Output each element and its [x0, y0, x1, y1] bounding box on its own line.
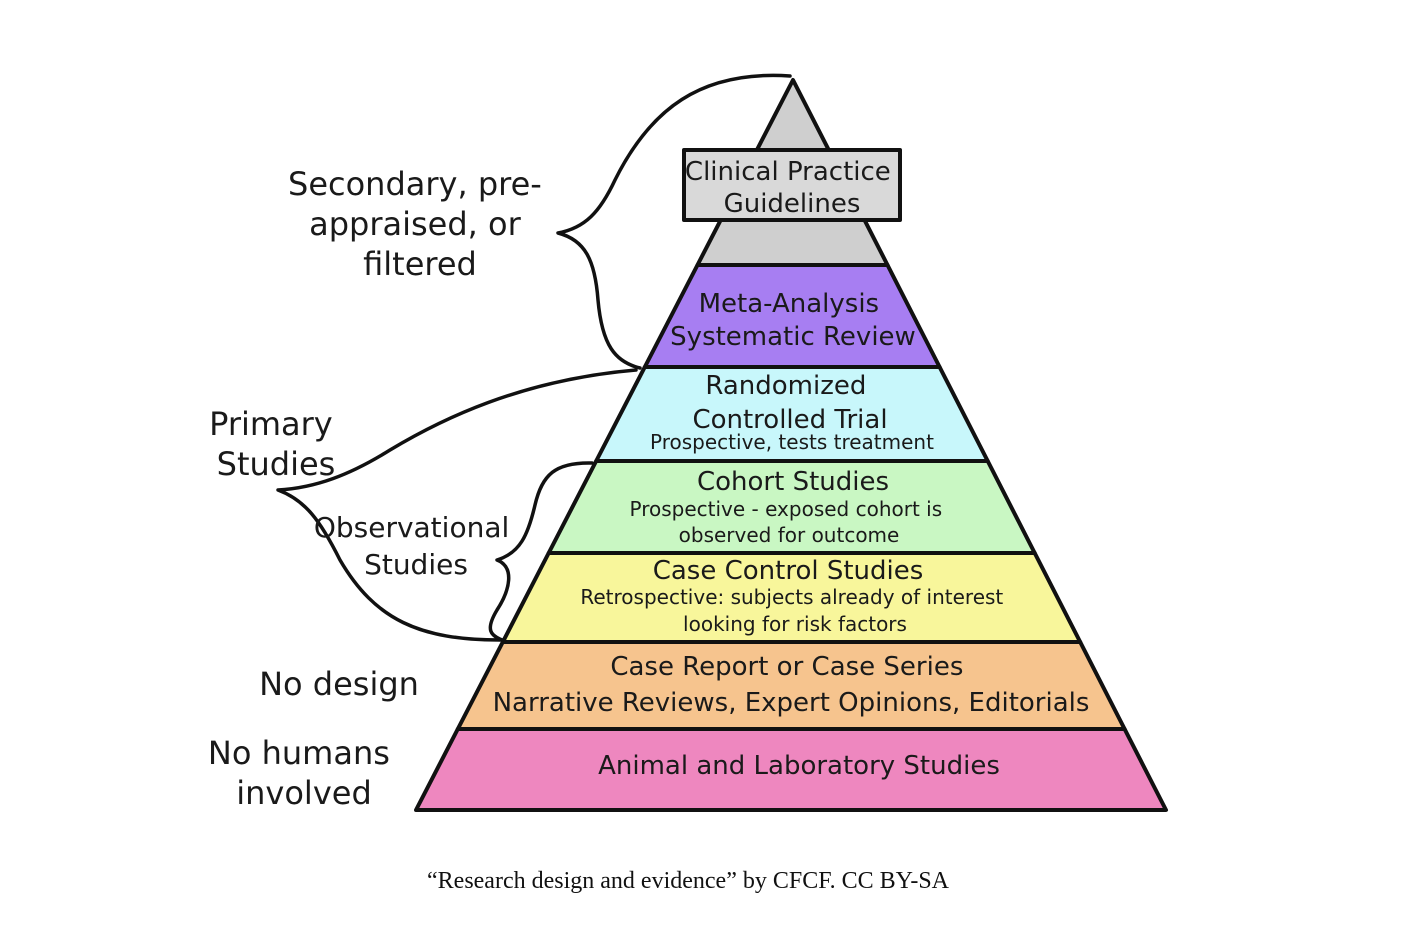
animal-label: Animal and Laboratory Studies — [598, 751, 1000, 781]
animal-label-line-1: Animal and Laboratory Studies — [598, 751, 1000, 781]
side-labels: Secondary, pre- appraised, or filtered P… — [208, 165, 552, 812]
meta-label: Meta-Analysis Systematic Review — [670, 289, 916, 352]
no-humans-label-line-2: involved — [236, 774, 372, 812]
no-humans-label: No humans involved — [208, 734, 400, 812]
case-report-label-line-1: Case Report or Case Series — [610, 652, 963, 682]
observational-label: Observational Studies — [314, 511, 518, 581]
secondary-label-line-2: appraised, or — [309, 205, 521, 243]
observational-label-line-1: Observational — [314, 511, 509, 544]
secondary-label: Secondary, pre- appraised, or filtered — [288, 165, 552, 283]
case-control-sublabel-line-1: Retrospective: subjects already of inter… — [580, 585, 1003, 609]
meta-label-line-2: Systematic Review — [670, 322, 916, 352]
primary-label-line-2: Studies — [217, 445, 336, 483]
case-control-label: Case Control Studies — [653, 556, 924, 586]
primary-label-line-1: Primary — [209, 405, 333, 443]
case-report-label-line-2: Narrative Reviews, Expert Opinions, Edit… — [493, 688, 1090, 718]
secondary-label-line-3: filtered — [363, 245, 477, 283]
primary-label: Primary Studies — [209, 405, 343, 483]
secondary-brace — [556, 73, 792, 370]
cohort-label: Cohort Studies — [697, 467, 889, 497]
rct-sublabel-line-1: Prospective, tests treatment — [650, 430, 934, 454]
braces — [276, 73, 792, 643]
observational-label-line-2: Studies — [364, 548, 468, 581]
rct-label-line-1: Randomized — [705, 371, 866, 401]
apex-label-line-2: Guidelines — [724, 189, 861, 219]
no-design-label-line-1: No design — [259, 665, 419, 703]
no-design-label: No design — [259, 665, 419, 703]
case-control-sublabel-line-2: looking for risk factors — [683, 612, 907, 636]
cohort-sublabel: Prospective - exposed cohort is observed… — [629, 497, 948, 547]
figure-caption: “Research design and evidence” by CFCF. … — [427, 868, 950, 894]
case-control-label-line-1: Case Control Studies — [653, 556, 924, 586]
cohort-sublabel-line-1: Prospective - exposed cohort is — [629, 497, 942, 521]
rct-label: Randomized Controlled Trial — [692, 371, 887, 435]
apex-label-line-1: Clinical Practice — [685, 157, 891, 187]
case-control-sublabel: Retrospective: subjects already of inter… — [580, 585, 1009, 636]
observational-brace — [488, 461, 594, 643]
layer-labels: Clinical Practice Guidelines Meta-Analys… — [493, 157, 1090, 781]
primary-brace — [276, 368, 638, 642]
cohort-label-line-1: Cohort Studies — [697, 467, 889, 497]
rct-label-line-2: Controlled Trial — [692, 405, 887, 435]
guidelines-box — [682, 148, 902, 222]
case-report-label: Case Report or Case Series Narrative Rev… — [493, 652, 1090, 718]
apex-label: Clinical Practice Guidelines — [685, 157, 899, 219]
meta-label-line-1: Meta-Analysis — [699, 289, 880, 319]
rct-sublabel: Prospective, tests treatment — [650, 430, 934, 454]
no-humans-label-line-1: No humans — [208, 734, 390, 772]
secondary-label-line-1: Secondary, pre- — [288, 165, 542, 203]
cohort-sublabel-line-2: observed for outcome — [679, 523, 900, 547]
